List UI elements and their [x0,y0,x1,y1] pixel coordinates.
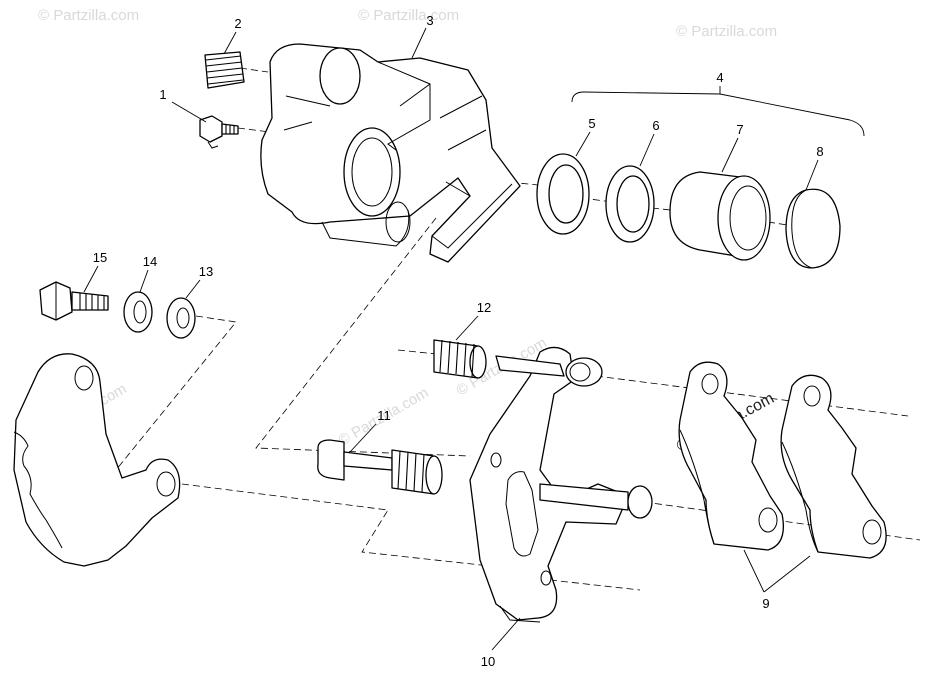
watermark: © Partzilla.com [676,23,777,40]
center-line [549,579,641,591]
part-7-piston [669,171,771,261]
callout-9: 9 [762,596,769,611]
center-line [237,127,271,133]
callout-1: 1 [159,87,166,102]
callout-3: 3 [426,13,433,28]
watermark: © Partzilla.com [358,7,459,24]
callout-15: 15 [93,250,107,265]
callout-6: 6 [652,118,659,133]
callout-7: 7 [736,122,743,137]
part-11-slide-pin [317,439,443,495]
part-3-caliper-body [260,43,521,263]
part-10-caliper-bracket [469,346,653,623]
callout-2: 2 [234,16,241,31]
part-13-washer [166,297,196,339]
callout-10: 10 [481,654,495,669]
part-14-lock-washer [123,291,153,333]
callout-14: 14 [143,254,157,269]
center-line [595,375,909,417]
part-8-piston-cap [785,188,841,269]
callout-13: 13 [199,264,213,279]
callout-4: 4 [716,70,723,85]
center-line [239,67,269,73]
center-line [397,349,437,355]
part-9-brake-pads [678,361,887,559]
center-line [181,483,491,567]
callout-labels: 1 2 3 4 5 6 7 8 9 10 11 12 13 14 15 [93,13,824,669]
part-12-threaded-sleeve [433,339,487,379]
part-1-bleeder-screw [199,115,239,149]
callout-12: 12 [477,300,491,315]
callout-11: 11 [377,408,391,423]
group-4-bracket [571,91,865,137]
callout-5: 5 [588,116,595,131]
center-line [115,315,237,471]
part-6-dust-seal [605,165,655,243]
callout-8: 8 [816,144,823,159]
fork-mount-bracket [13,353,181,567]
watermark: © Partzilla.com [38,7,139,24]
part-15-bolt [39,281,109,321]
leader-lines [83,27,819,651]
part-2-threaded-plug [204,51,245,89]
part-5-piston-seal [536,153,590,235]
center-line [767,221,795,227]
